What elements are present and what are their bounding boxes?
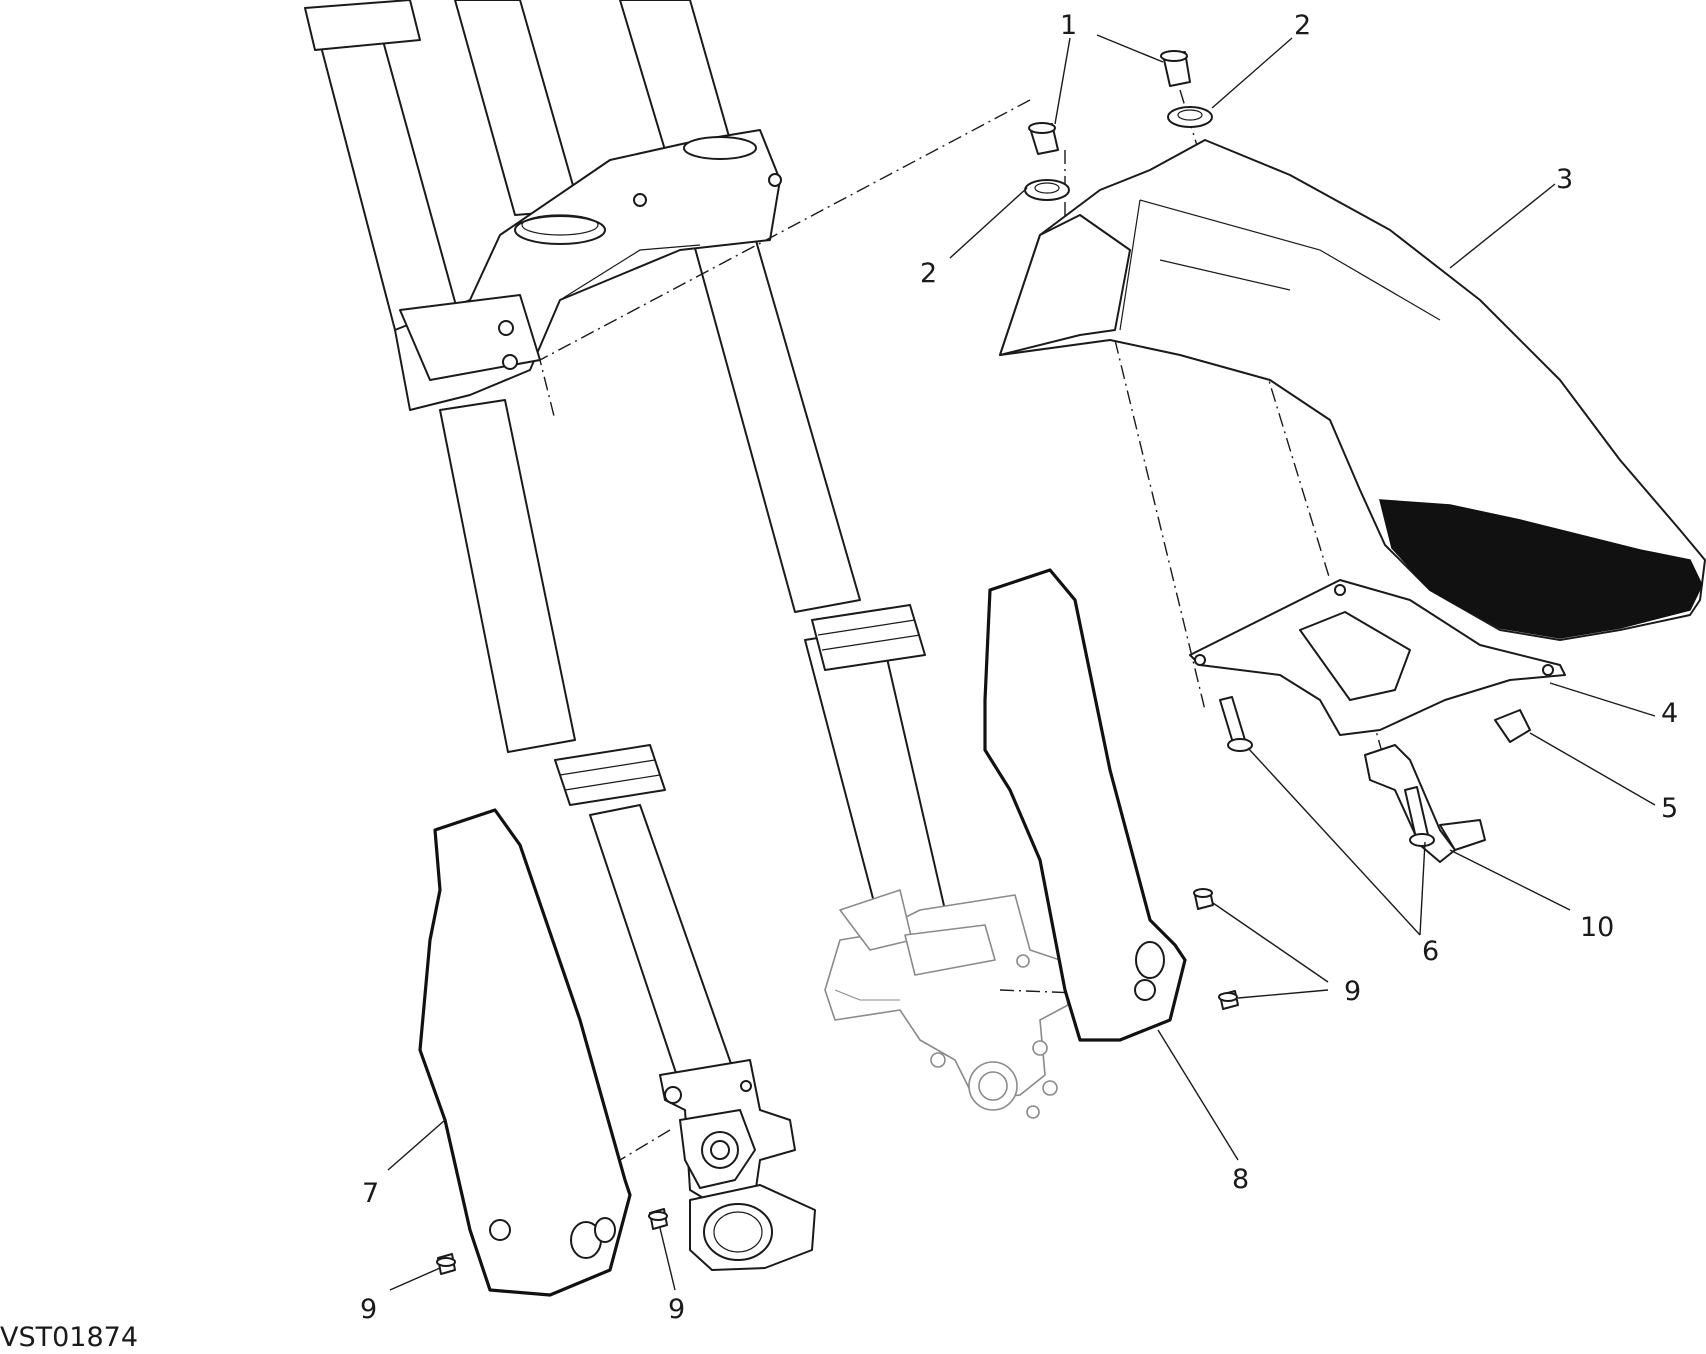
front-fender	[999, 139, 1706, 641]
callout-8: 8	[1232, 1164, 1249, 1195]
callout-4: 4	[1661, 698, 1678, 729]
right-fork-guard	[983, 568, 1187, 1042]
clip-nut	[1494, 709, 1531, 743]
callout-9-bottom-mid: 9	[668, 1294, 685, 1325]
drawing-code: VST01874	[0, 1322, 138, 1353]
fender-screws	[1219, 696, 1435, 847]
callout-7: 7	[362, 1178, 379, 1209]
callout-3: 3	[1556, 164, 1573, 195]
guard-screws	[436, 888, 1239, 1275]
callout-2-left: 2	[920, 258, 937, 289]
callout-6: 6	[1422, 936, 1439, 967]
callout-9-right: 9	[1344, 976, 1361, 1007]
fender-bracket	[1189, 579, 1566, 736]
callout-10: 10	[1580, 912, 1614, 943]
callout-labels: 1 2 3 2 4 5 10 6 9 8 7 9 9	[360, 10, 1678, 1325]
callout-5: 5	[1661, 793, 1678, 824]
right-fork-leg	[454, 0, 1069, 1119]
callout-leaders	[387, 34, 1656, 1291]
left-fork-leg	[304, 0, 816, 1271]
left-fork-guard	[418, 808, 632, 1297]
triple-clamp	[394, 129, 782, 411]
grommets-and-spacers	[1024, 50, 1213, 201]
callout-1-top: 1	[1060, 10, 1077, 41]
callout-2-top: 2	[1294, 10, 1311, 41]
callout-9-bottom-left: 9	[360, 1294, 377, 1325]
